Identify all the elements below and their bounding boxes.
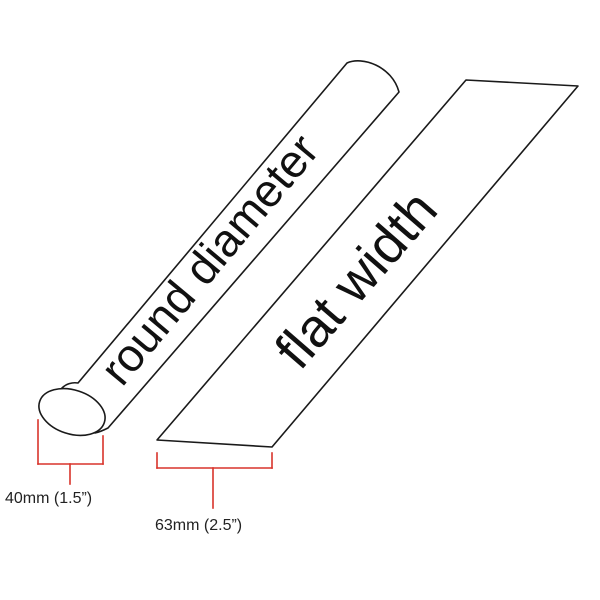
round-tube-body bbox=[61, 60, 400, 434]
flat-width-measurement: 63mm (2.5”) bbox=[155, 517, 242, 534]
flat-width-dimension: 63mm (2.5”) bbox=[155, 452, 273, 534]
round-diameter-dimension: 40mm (1.5”) bbox=[5, 419, 104, 507]
round-tube-end bbox=[38, 387, 106, 437]
round-diameter-measurement: 40mm (1.5”) bbox=[5, 490, 92, 507]
flat-strip-outline bbox=[156, 79, 579, 448]
